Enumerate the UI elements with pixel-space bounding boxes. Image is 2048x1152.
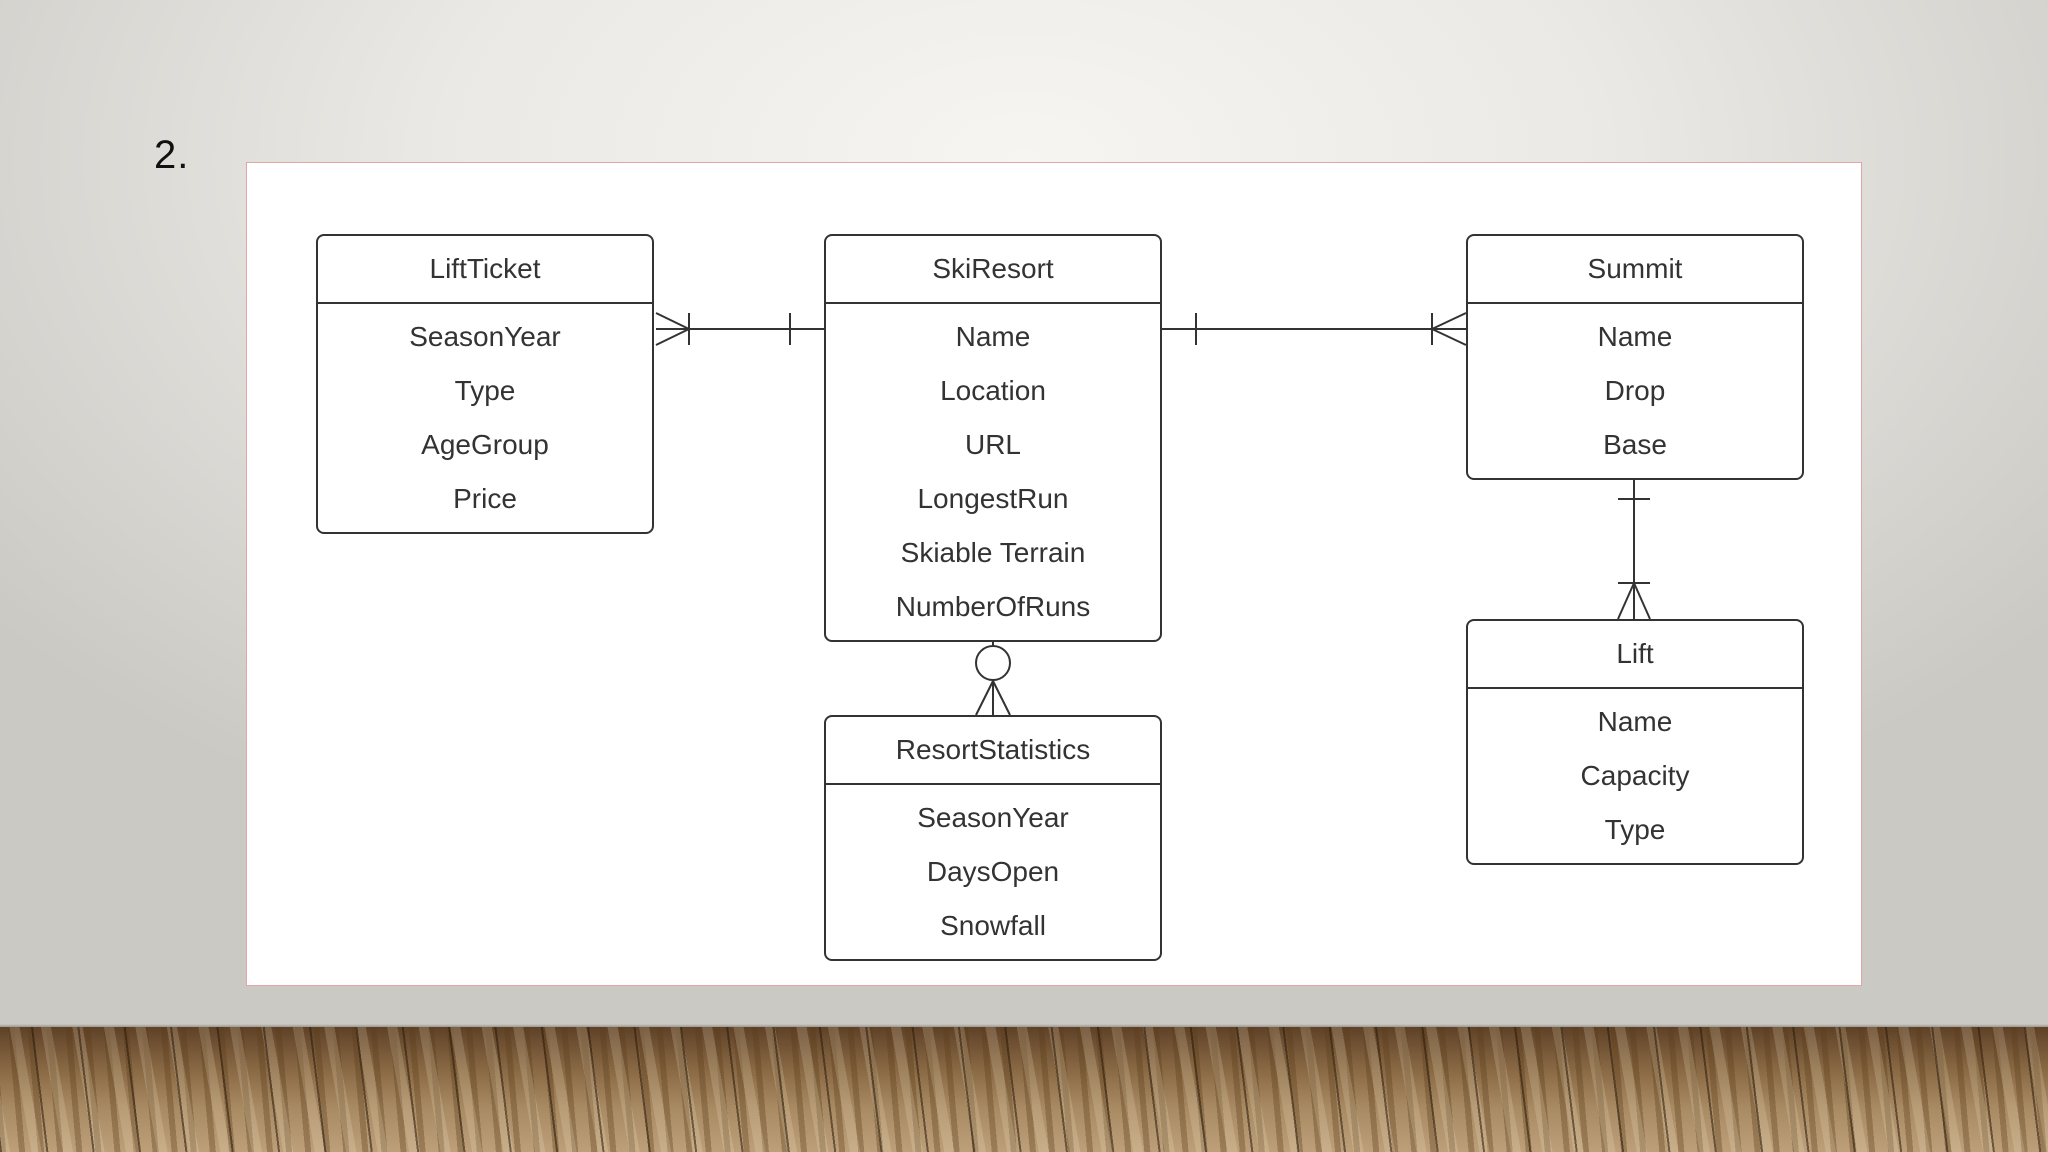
attribute-url: URL <box>964 429 1021 460</box>
attribute-snowfall: Snowfall <box>940 910 1046 941</box>
entity-lift[interactable]: Lift Name Capacity Type <box>1466 619 1804 865</box>
entity-title: Summit <box>1468 236 1802 304</box>
attribute-name: Name <box>1597 321 1673 352</box>
entity-summit[interactable]: Summit Name Drop Base <box>1466 234 1804 480</box>
attribute-longestrun: LongestRun <box>917 483 1069 514</box>
rel-liftticket-skiresort <box>655 312 824 346</box>
attribute-drop: Drop <box>1604 375 1666 406</box>
rel-summit-lift <box>1617 463 1651 620</box>
slide-number: 2. <box>154 133 190 177</box>
attribute-location: Location <box>940 375 1046 406</box>
zero-circle <box>975 645 1011 681</box>
attribute-price: Price <box>453 483 517 514</box>
rel-skiresort-summit <box>1162 312 1467 346</box>
attribute-name: Name <box>1597 706 1673 737</box>
attribute-agegroup: AgeGroup <box>421 429 549 460</box>
attribute-name: Name <box>955 321 1031 352</box>
attribute-seasonyear: SeasonYear <box>409 321 561 352</box>
attribute-daysopen: DaysOpen <box>926 856 1060 887</box>
crowfoot-left <box>975 680 994 716</box>
attribute-capacity: Capacity <box>1580 760 1690 791</box>
entity-title: LiftTicket <box>318 236 652 304</box>
entity-title: ResortStatistics <box>826 717 1160 785</box>
crowfoot-lower <box>655 328 690 346</box>
er-diagram-canvas: LiftTicket SeasonYear Type AgeGroup Pric… <box>246 162 1862 986</box>
attribute-seasonyear: SeasonYear <box>917 802 1069 833</box>
entity-skiresort[interactable]: SkiResort Name Location URL LongestRun S… <box>824 234 1162 642</box>
crowfoot-right <box>1633 582 1651 620</box>
entity-resortstatistics[interactable]: ResortStatistics SeasonYear DaysOpen Sno… <box>824 715 1162 961</box>
crowfoot-left <box>1617 582 1635 620</box>
entity-title: SkiResort <box>826 236 1160 304</box>
attribute-type: Type <box>454 375 516 406</box>
crowfoot-upper <box>655 312 690 330</box>
attribute-base: Base <box>1603 429 1667 460</box>
crowfoot-upper <box>1431 312 1467 330</box>
entity-title: Lift <box>1468 621 1802 689</box>
attribute-type: Type <box>1604 814 1666 845</box>
attribute-numberofruns: NumberOfRuns <box>895 591 1091 622</box>
attribute-skiable-terrain: Skiable Terrain <box>900 537 1086 568</box>
crowfoot-right <box>992 680 1011 716</box>
wood-floor <box>0 1027 2048 1152</box>
entity-liftticket[interactable]: LiftTicket SeasonYear Type AgeGroup Pric… <box>316 234 654 534</box>
crowfoot-lower <box>1431 328 1467 346</box>
